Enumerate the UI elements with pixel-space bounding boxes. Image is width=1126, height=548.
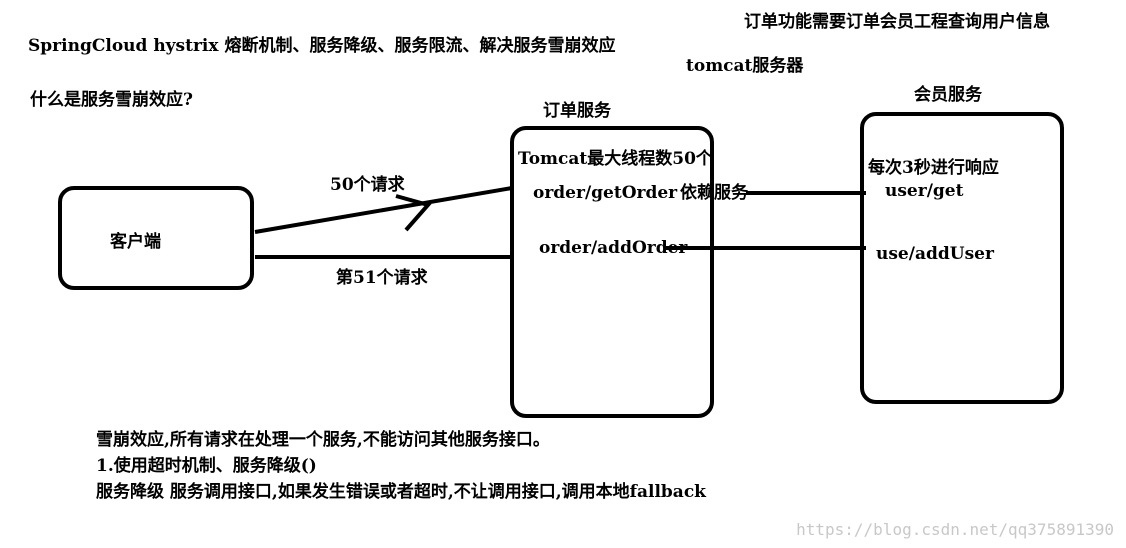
requests-50-label: 50个请求 — [330, 175, 405, 195]
watermark-text: https://blog.csdn.net/qq375891390 — [796, 520, 1114, 539]
order-service-box — [510, 126, 714, 418]
note-line-2: 1.使用超时机制、服务降级() — [96, 456, 317, 476]
member-service-title: 会员服务 — [914, 85, 982, 105]
client-box — [58, 186, 254, 290]
question-text: 什么是服务雪崩效应? — [30, 90, 193, 110]
user-add-endpoint: use/addUser — [876, 244, 994, 264]
note-line-1: 雪崩效应,所有请求在处理一个服务,不能访问其他服务接口。 — [96, 430, 550, 450]
order-add-endpoint: order/addOrder — [539, 238, 688, 258]
order-get-endpoint: order/getOrder — [533, 183, 678, 203]
note-line-3: 服务降级 服务调用接口,如果发生错误或者超时,不让调用接口,调用本地fallba… — [96, 482, 706, 502]
requests-50-line — [254, 186, 513, 234]
request-51-label: 第51个请求 — [336, 268, 428, 288]
page-title: SpringCloud hystrix 熔断机制、服务降级、服务限流、解决服务雪… — [28, 36, 616, 56]
requests-50-arrowhead — [395, 194, 432, 232]
tomcat-server-label: tomcat服务器 — [686, 56, 804, 76]
top-right-note: 订单功能需要订单会员工程查询用户信息 — [744, 12, 1050, 32]
client-label: 客户端 — [110, 232, 161, 252]
max-threads-label: Tomcat最大线程数50个 — [518, 149, 713, 169]
depends-label: 依赖服务 — [680, 183, 748, 203]
response-note: 每次3秒进行响应 — [868, 158, 999, 178]
user-get-endpoint: user/get — [885, 181, 964, 201]
order-service-title: 订单服务 — [543, 101, 611, 121]
member-service-box — [860, 112, 1064, 404]
